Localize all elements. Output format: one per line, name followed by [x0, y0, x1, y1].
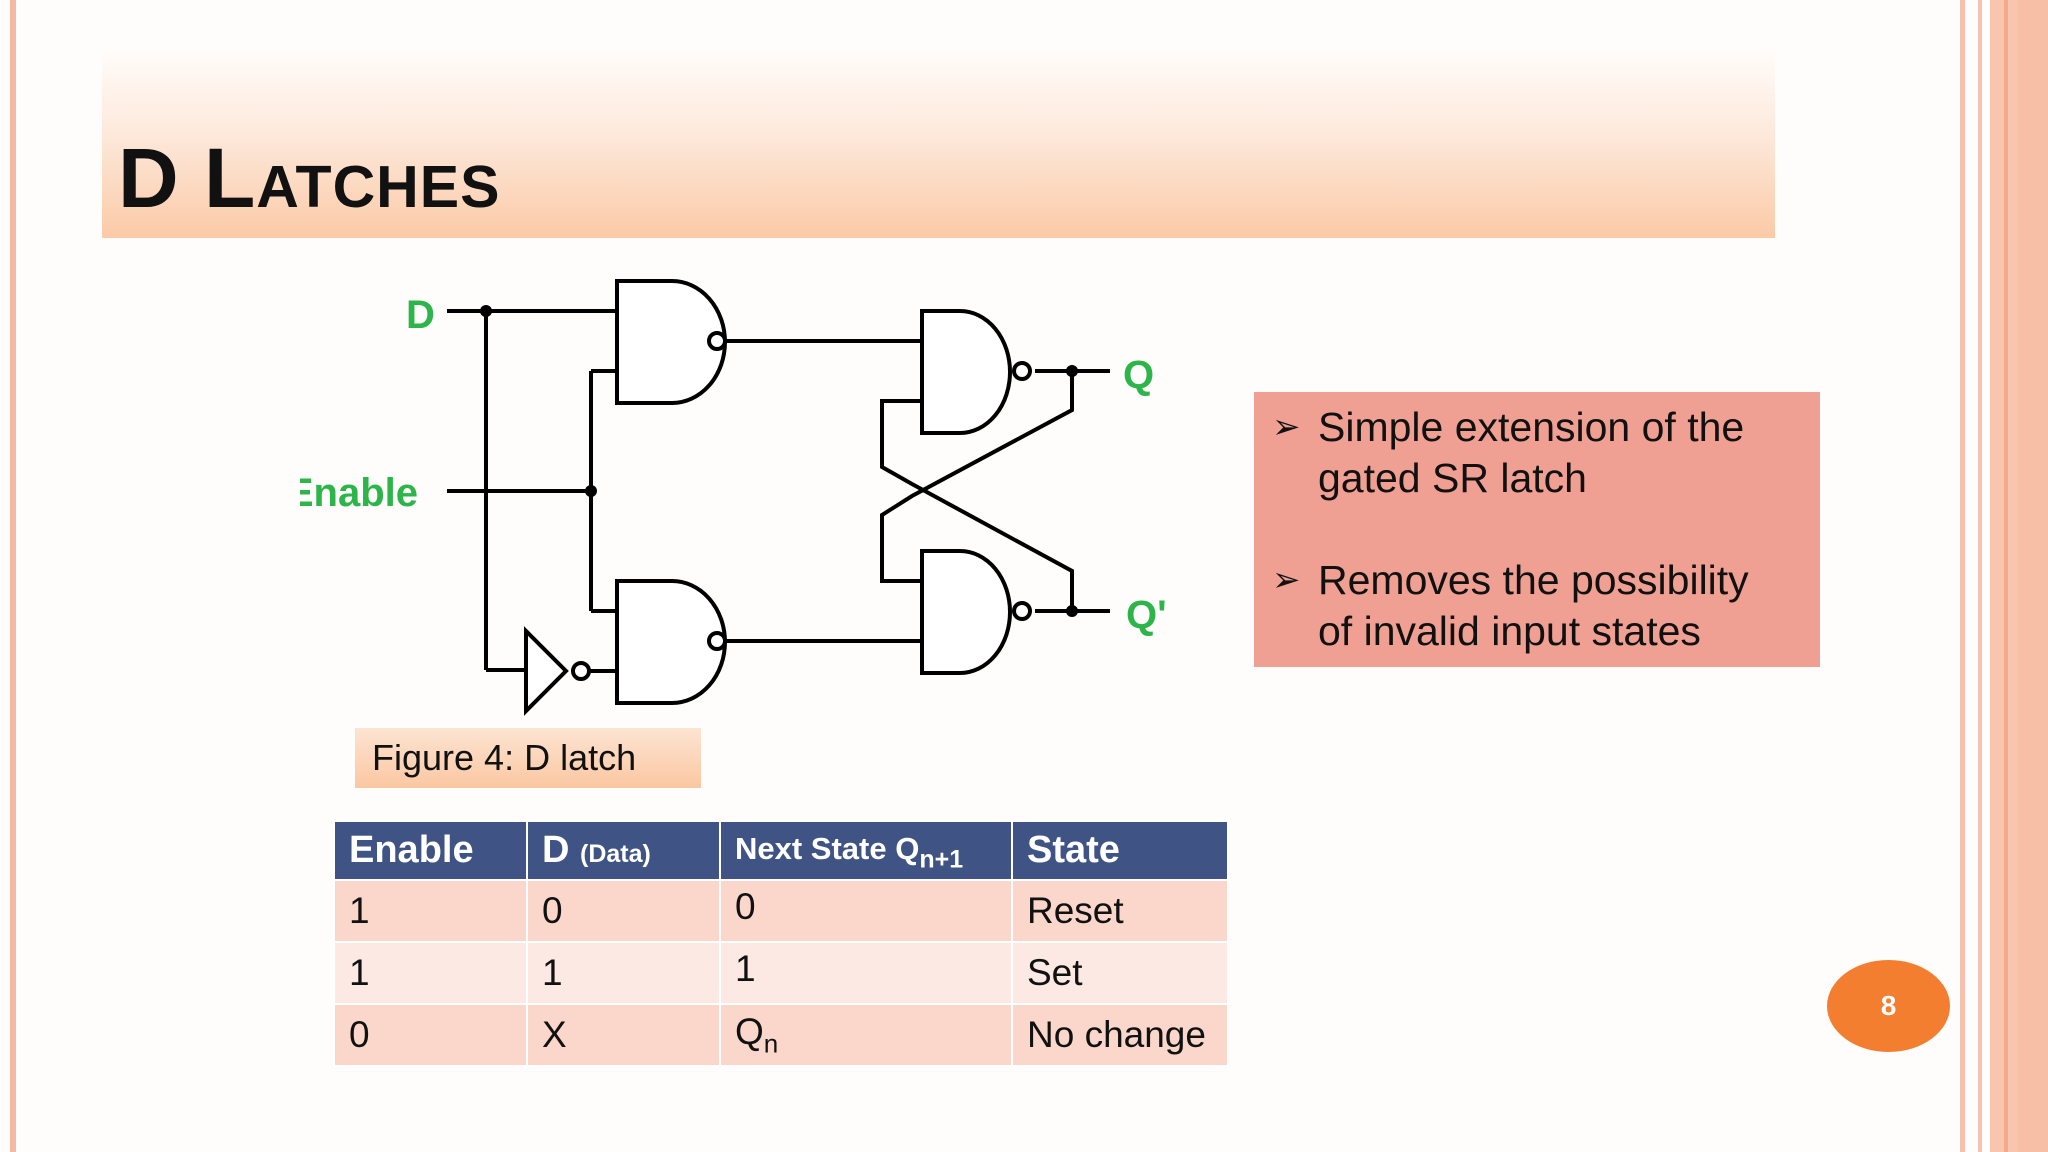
circuit-labels: D Enable Q Q': [300, 293, 1167, 637]
cell-state: No change: [1011, 1003, 1229, 1067]
header-subtext: (Data): [580, 840, 651, 868]
next-state-value: Q: [735, 1010, 764, 1052]
figure-caption: Figure 4: D latch: [355, 728, 701, 788]
cell-enable: 1: [333, 879, 528, 943]
label-q: Q: [1123, 353, 1154, 397]
next-state-value: 0: [735, 886, 756, 928]
col-header-d: D (Data): [526, 820, 721, 881]
label-enable: Enable: [300, 471, 418, 515]
slide-left-border: [10, 0, 16, 1152]
arrow-bullet-icon: ➢: [1272, 408, 1301, 446]
header-subscript: n+1: [919, 845, 964, 874]
header-text: Enable: [349, 829, 474, 871]
slide-title: D Latches: [118, 131, 501, 225]
page-number-badge: 8: [1827, 960, 1950, 1052]
cell-state: Set: [1011, 941, 1229, 1005]
nand-gate-lower-output: [920, 549, 1012, 675]
next-state-subscript: n: [763, 1028, 779, 1059]
table-row: 1 0 0 Reset: [333, 879, 1229, 943]
cell-enable: 0: [333, 1003, 528, 1067]
bullet-line: Simple extension of the: [1318, 404, 1745, 450]
title-band: [102, 47, 1775, 238]
bullet-text: Removes the possibility of invalid input…: [1318, 555, 1749, 657]
bullet-line: Removes the possibility: [1318, 557, 1749, 603]
table-row: 1 1 1 Set: [333, 941, 1229, 1005]
cell-d: 0: [526, 879, 721, 943]
next-state-value: 1: [735, 948, 756, 990]
cell-d: 1: [526, 941, 721, 1005]
header-text: Next State Q: [735, 831, 920, 867]
bullet-line: of invalid input states: [1318, 608, 1701, 654]
col-header-next-state: Next State Qn+1: [719, 820, 1013, 881]
header-text: State: [1027, 829, 1120, 871]
table-header-row: Enable D (Data) Next State Qn+1 State: [333, 820, 1229, 881]
cell-next-state: 1: [719, 941, 1013, 1005]
cell-next-state: Qn: [719, 1003, 1013, 1067]
label-q-bar: Q': [1126, 593, 1167, 637]
slide-right-stripes: [1960, 0, 2048, 1152]
label-d: D: [406, 293, 435, 337]
header-text: D: [542, 829, 580, 871]
inverter-gate: [524, 626, 569, 716]
col-header-state: State: [1011, 820, 1229, 881]
bullet-item: ➢ Removes the possibility of invalid inp…: [1272, 555, 1800, 657]
truth-table: Enable D (Data) Next State Qn+1 State 1 …: [333, 820, 1229, 1067]
junction-dots: [480, 305, 1078, 617]
cell-enable: 1: [333, 941, 528, 1005]
logic-gates: [524, 279, 1032, 716]
col-header-enable: Enable: [333, 820, 528, 881]
bullet-text: Simple extension of the gated SR latch: [1318, 402, 1744, 504]
cell-d: X: [526, 1003, 721, 1067]
bullet-item: ➢ Simple extension of the gated SR latch: [1272, 402, 1800, 504]
bullet-line: gated SR latch: [1318, 455, 1587, 501]
arrow-bullet-icon: ➢: [1272, 561, 1301, 599]
nand-gate-upper-output: [920, 309, 1012, 435]
bullet-box: ➢ Simple extension of the gated SR latch…: [1254, 392, 1820, 667]
cell-next-state: 0: [719, 879, 1013, 943]
d-latch-circuit-diagram: D Enable Q Q': [300, 279, 1167, 716]
table-row: 0 X Qn No change: [333, 1003, 1229, 1067]
cell-state: Reset: [1011, 879, 1229, 943]
